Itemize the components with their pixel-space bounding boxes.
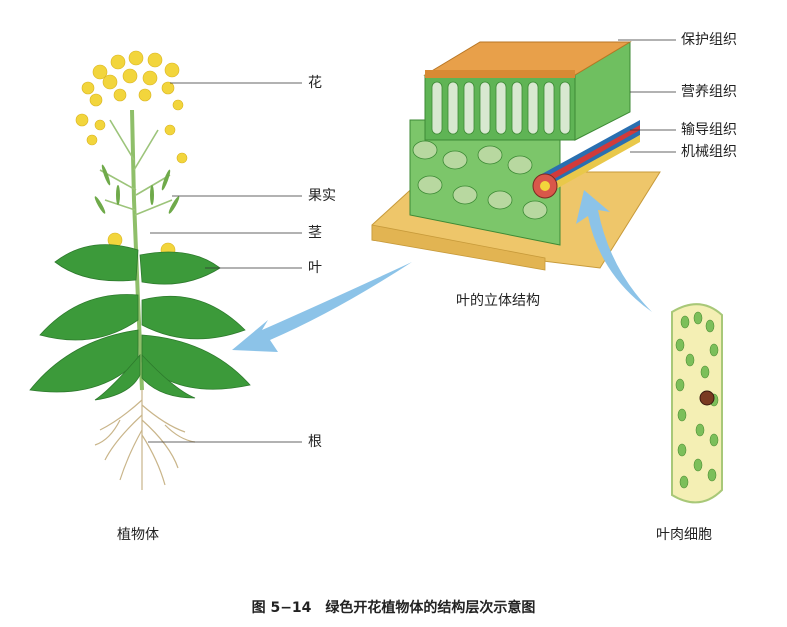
label-flower: 花 [308,75,322,91]
label-stem: 茎 [308,225,322,241]
label-conducting-tissue: 输导组织 [681,122,737,138]
fruit-pods [94,164,180,214]
tissue-leader-lines [618,39,676,153]
label-nutrient-tissue: 营养组织 [681,84,737,100]
caption-plant: 植物体 [117,527,159,543]
label-mechanical-tissue: 机械组织 [681,144,737,160]
vein-bundle [532,120,640,199]
rapeseed-plant [29,50,251,490]
plant-leader-lines [148,82,302,443]
nucleus [699,390,715,406]
caption-leaf-3d: 叶的立体结构 [456,293,540,309]
caption-leaf-cell: 叶肉细胞 [656,527,712,543]
label-root: 根 [308,434,322,450]
arrow-cell-to-leaf [576,190,652,312]
label-protective-tissue: 保护组织 [681,32,737,48]
label-fruit: 果实 [308,188,336,204]
arrow-leaf-to-plant [232,262,412,352]
label-leaf: 叶 [308,260,322,276]
leaf-3d-block [371,41,661,271]
leaf-mesophyll-cell [671,303,723,504]
figure-caption: 图 5−14 绿色开花植物体的结构层次示意图 [251,600,536,616]
flower-cluster [75,50,188,258]
arrows [232,190,652,352]
roots [94,390,196,490]
chloroplasts [675,311,719,489]
leaves [29,244,251,401]
